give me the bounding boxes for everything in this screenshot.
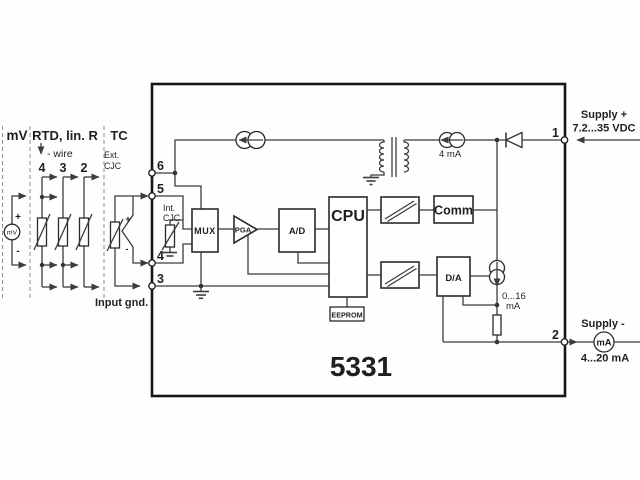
power-section: 4 mA bbox=[235, 130, 561, 186]
supply-plus-range: 7.2...35 VDC bbox=[573, 123, 636, 135]
sense-resistor-icon bbox=[492, 314, 502, 336]
terminal-6 bbox=[148, 169, 156, 177]
tc-header: TC bbox=[110, 128, 128, 143]
dac-block bbox=[436, 256, 471, 297]
terminal-2 bbox=[560, 338, 569, 346]
mux-label: MUX bbox=[194, 226, 216, 236]
terminal-1 bbox=[560, 136, 569, 144]
isolation-output-section: Comm D/A 0...16 mA bbox=[367, 140, 561, 345]
supply-plus-connection: Supply + 7.2...35 VDC bbox=[573, 109, 640, 144]
comm-block bbox=[433, 195, 474, 224]
loop-current-label: 4...20 mA bbox=[581, 353, 629, 365]
pga-block bbox=[233, 214, 259, 245]
cpu-block bbox=[328, 196, 368, 298]
mv-minus: - bbox=[16, 246, 19, 257]
mv-input-group: mV mV + - bbox=[3, 128, 28, 269]
signal-chain: MUX PGA A/D CPU EEPROM bbox=[191, 196, 368, 322]
device-model: 5331 bbox=[330, 351, 392, 382]
terminal-5 bbox=[148, 192, 156, 200]
rtd-wire-2: 2 bbox=[81, 161, 88, 175]
rtd-input-group: RTD, lin. R - wire 4 3 2 bbox=[32, 128, 100, 291]
ext-cjc-label-line1: Ext. bbox=[104, 150, 119, 160]
adc-block bbox=[278, 208, 316, 253]
terminal-2-number: 2 bbox=[552, 328, 559, 342]
internal-input-wiring: Int. CJC bbox=[155, 139, 384, 300]
excitation-current-label: 4 mA bbox=[439, 149, 462, 160]
device-outline bbox=[150, 82, 567, 398]
diode-icon bbox=[504, 131, 523, 149]
supply-minus-connection: mA Supply - 4...20 mA bbox=[568, 318, 640, 365]
tc-plus: + bbox=[125, 214, 130, 224]
thermocouple-icon bbox=[121, 196, 149, 267]
cpu-label: CPU bbox=[331, 208, 365, 225]
int-cjc-label-line1: Int. bbox=[163, 203, 175, 213]
tc-minus: - bbox=[126, 244, 129, 254]
ext-cjc-label-line2: CJC bbox=[104, 161, 122, 171]
input-gnd-note: Input gnd. bbox=[95, 297, 148, 309]
terminal-4-number: 4 bbox=[157, 249, 164, 263]
mux-block bbox=[191, 208, 219, 253]
tc-input-group: TC Ext. CJC + - bbox=[104, 128, 149, 290]
mv-source-label: mV bbox=[7, 230, 18, 237]
supply-plus-label: Supply + bbox=[581, 109, 627, 121]
terminals: 6 5 4 3 1 2 bbox=[148, 126, 569, 346]
mv-plus: + bbox=[15, 212, 21, 223]
terminal-5-number: 5 bbox=[157, 182, 164, 196]
comm-label: Comm bbox=[434, 204, 473, 218]
mv-header: mV bbox=[6, 128, 27, 143]
input-section: mV mV + - RTD, lin. R - wire 4 3 2 bbox=[2, 126, 149, 309]
terminal-1-number: 1 bbox=[552, 126, 559, 140]
pga-label: PGA bbox=[235, 226, 252, 235]
adc-label: A/D bbox=[289, 226, 306, 237]
eeprom-label: EEPROM bbox=[331, 311, 362, 320]
rtd-wire-3: 3 bbox=[60, 161, 67, 175]
dac-label: D/A bbox=[445, 273, 462, 284]
rtd-header: RTD, lin. R bbox=[32, 128, 98, 143]
terminal-3 bbox=[148, 282, 156, 290]
terminal-4 bbox=[148, 259, 156, 267]
eeprom-block bbox=[329, 306, 365, 322]
ma-meter-label: mA bbox=[596, 338, 611, 349]
terminal-3-number: 3 bbox=[157, 272, 164, 286]
output-current-label-line1: 0...16 bbox=[502, 291, 526, 302]
int-cjc-label-line2: CJC bbox=[163, 213, 181, 223]
mv-source-symbol bbox=[3, 223, 21, 241]
supply-minus-label: Supply - bbox=[581, 318, 625, 330]
rtd-wire-4: 4 bbox=[39, 161, 46, 175]
terminal-6-number: 6 bbox=[157, 159, 164, 173]
rtd-wire-note: - wire bbox=[47, 148, 73, 160]
output-current-label-line2: mA bbox=[506, 301, 521, 312]
transformer-icon bbox=[363, 137, 410, 186]
